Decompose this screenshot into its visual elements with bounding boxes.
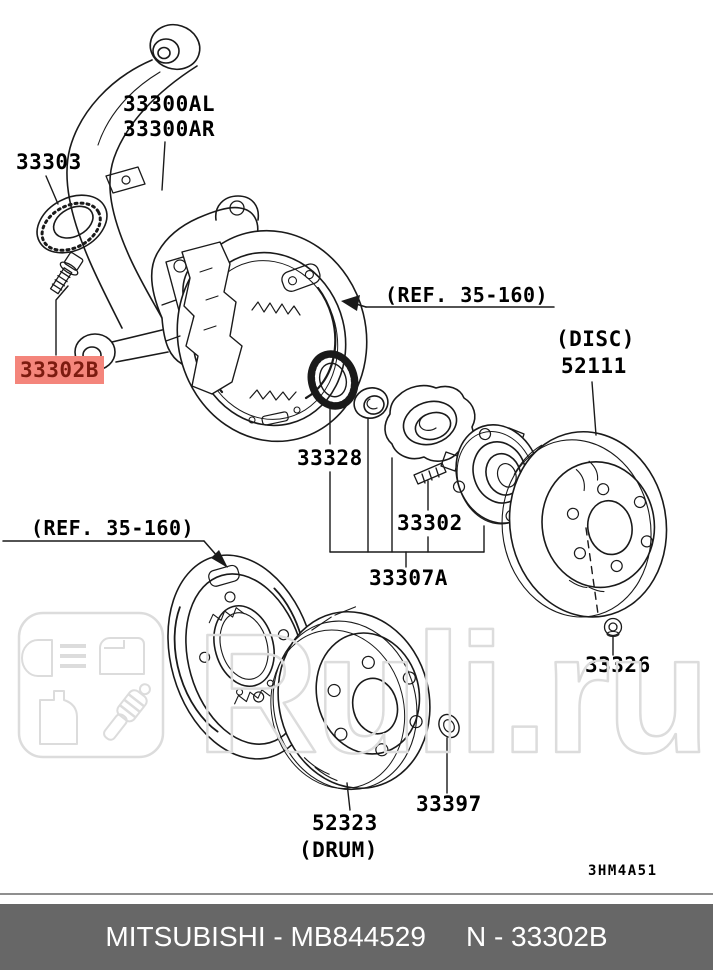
- footer-brand-part: MITSUBISHI - MB844529: [105, 921, 426, 952]
- label-disc-caption: (DISC): [556, 327, 635, 351]
- label-33302b-highlighted: 33302B: [15, 356, 104, 384]
- leader-lines: [46, 142, 613, 810]
- brake-disc-52111: [487, 419, 681, 631]
- label-ref-bottom: (REF. 35-160): [31, 516, 195, 540]
- footer-bar: MITSUBISHI - MB844529 N - 33302B: [0, 904, 713, 970]
- hub-bearing-flange: [385, 386, 475, 462]
- label-33303: 33303: [16, 150, 82, 174]
- label-33307a: 33307A: [369, 566, 448, 590]
- seal-33303: [27, 184, 117, 265]
- washer-33397: [435, 711, 463, 741]
- bearing-cap: [351, 384, 392, 422]
- backing-plate-top: [155, 210, 389, 461]
- footer-divider: [0, 893, 713, 895]
- label-33328: 33328: [297, 446, 363, 470]
- trailing-arm: [67, 18, 206, 328]
- tone-ring-33328: [301, 345, 364, 415]
- label-33326: 33326: [585, 653, 651, 677]
- label-52323: 52323: [312, 811, 378, 835]
- ref-arrows: [3, 295, 554, 568]
- footer-number: N - 33302B: [465, 921, 608, 952]
- label-drum-caption: (DRUM): [299, 838, 378, 862]
- nut-33326: [605, 619, 622, 637]
- label-arm: 33300AL 33300AR: [123, 92, 215, 142]
- parts-diagram-art: [0, 0, 713, 900]
- label-33302: 33302: [397, 511, 463, 535]
- bolt-33302b: [46, 251, 86, 297]
- label-52111: 52111: [561, 354, 627, 378]
- label-33397: 33397: [416, 792, 482, 816]
- label-arm-right: 33300AR: [123, 117, 216, 142]
- label-arm-left: 33300AL: [123, 92, 216, 116]
- label-ref-top: (REF. 35-160): [385, 283, 549, 307]
- brake-drum-52323: [251, 595, 449, 807]
- sheet-code: 3HM4A51: [588, 863, 658, 879]
